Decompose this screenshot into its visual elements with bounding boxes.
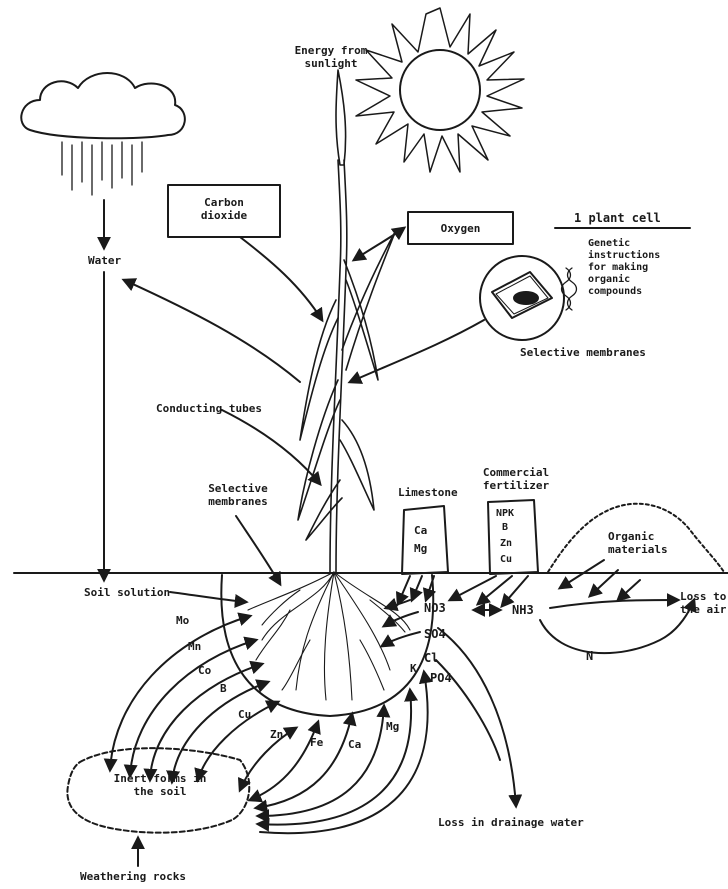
- water-label: Water: [88, 254, 121, 267]
- inert-line1: Inert forms in: [80, 772, 240, 785]
- selective-root-line1: Selective: [188, 482, 288, 495]
- drainage-loss-label: Loss in drainage water: [438, 816, 584, 829]
- rain-icon: [62, 142, 142, 195]
- cell-to-plant-arrow: [350, 320, 484, 382]
- po4-label: PO4: [430, 672, 452, 685]
- sun-icon: [356, 8, 524, 172]
- organic-arrow-3: [618, 580, 640, 600]
- mn-label: Mn: [188, 640, 201, 653]
- limestone-arrow-2: [412, 576, 422, 600]
- inert-forms-label: Inert forms in the soil: [80, 772, 240, 798]
- selective-root-line2: membranes: [188, 495, 288, 508]
- limestone-label: Limestone: [398, 486, 458, 499]
- limestone-ca: Ca: [414, 524, 427, 537]
- fertilizer-b: B: [502, 522, 508, 534]
- no3-arrow: [386, 600, 410, 608]
- plant-cell-icon: [480, 256, 577, 340]
- organic-line2: materials: [608, 543, 668, 556]
- soil-solution-arrow: [170, 592, 246, 602]
- nh3-label: NH3: [512, 604, 534, 617]
- energy-label-line2: sunlight: [286, 57, 376, 70]
- mo-label: Mo: [176, 614, 189, 627]
- limestone-mg: Mg: [414, 542, 427, 555]
- organic-materials-label: Organic materials: [608, 530, 668, 556]
- loss-to-air-label: Loss to the air: [680, 590, 726, 616]
- selective-membranes-cell-label: Selective membranes: [520, 346, 646, 359]
- fertilizer-cu: Cu: [500, 554, 512, 566]
- ca-label: Ca: [348, 738, 361, 751]
- inert-line2: the soil: [80, 785, 240, 798]
- b-label: B: [220, 682, 227, 695]
- cl-arrow: [382, 632, 420, 646]
- carbon-dioxide-arrow: [240, 237, 322, 320]
- co-label: Co: [198, 664, 211, 677]
- energy-label: Energy from sunlight: [286, 44, 376, 70]
- loss-air-line1: Loss to: [680, 590, 726, 603]
- n-label: N: [586, 650, 593, 663]
- fertilizer-npk: NPK: [496, 508, 514, 520]
- roots-icon: [248, 572, 410, 700]
- genetic-line4: organic: [588, 274, 660, 286]
- carbon-label-line2: dioxide: [168, 209, 280, 222]
- fertilizer-arrow-1: [450, 576, 496, 600]
- cu-label: Cu: [238, 708, 251, 721]
- leaf-to-water-arrow: [124, 280, 300, 382]
- weathering-rocks-label: Weathering rocks: [80, 870, 186, 883]
- k-label: K: [410, 662, 417, 675]
- genetic-line1: Genetic: [588, 238, 660, 250]
- carbon-dioxide-label: Carbon dioxide: [168, 196, 280, 222]
- loss-air-line2: the air: [680, 603, 726, 616]
- nh3-to-air-arrow: [550, 600, 678, 608]
- energy-label-line1: Energy from: [286, 44, 376, 57]
- po4-arrow: [260, 672, 428, 833]
- genetic-line3: for making: [588, 262, 660, 274]
- zn-label: Zn: [270, 728, 283, 741]
- n-loop-arrow: [540, 600, 694, 653]
- cloud-icon: [21, 73, 185, 138]
- genetic-instructions-label: Genetic instructions for making organic …: [588, 238, 660, 298]
- limestone-bag: [402, 506, 448, 574]
- plant-icon: [298, 70, 396, 572]
- commercial-line1: Commercial: [476, 466, 556, 479]
- genetic-line5: compounds: [588, 286, 660, 298]
- fertilizer-zn: Zn: [500, 538, 512, 550]
- soil-solution-label: Soil solution: [84, 586, 170, 599]
- selective-membranes-root-label: Selective membranes: [188, 482, 288, 508]
- mg-arrow: [258, 706, 384, 816]
- oxygen-arrow: [354, 228, 404, 260]
- commercial-fertilizer-label: Commercial fertilizer: [476, 466, 556, 492]
- mo-arrow: [110, 616, 250, 770]
- genetic-line2: instructions: [588, 250, 660, 262]
- cl-label: Cl: [424, 652, 438, 665]
- organic-line1: Organic: [608, 530, 668, 543]
- conducting-tubes-label: Conducting tubes: [156, 402, 262, 415]
- drainage-loss-arrow: [438, 628, 516, 806]
- commercial-line2: fertilizer: [476, 479, 556, 492]
- plant-cell-label: 1 plant cell: [574, 212, 661, 225]
- mg-label: Mg: [386, 720, 399, 733]
- so4-label: SO4: [424, 628, 446, 641]
- carbon-label-line1: Carbon: [168, 196, 280, 209]
- oxygen-label: Oxygen: [408, 222, 513, 235]
- no3-label: NO3: [424, 602, 446, 615]
- fe-label: Fe: [310, 736, 323, 749]
